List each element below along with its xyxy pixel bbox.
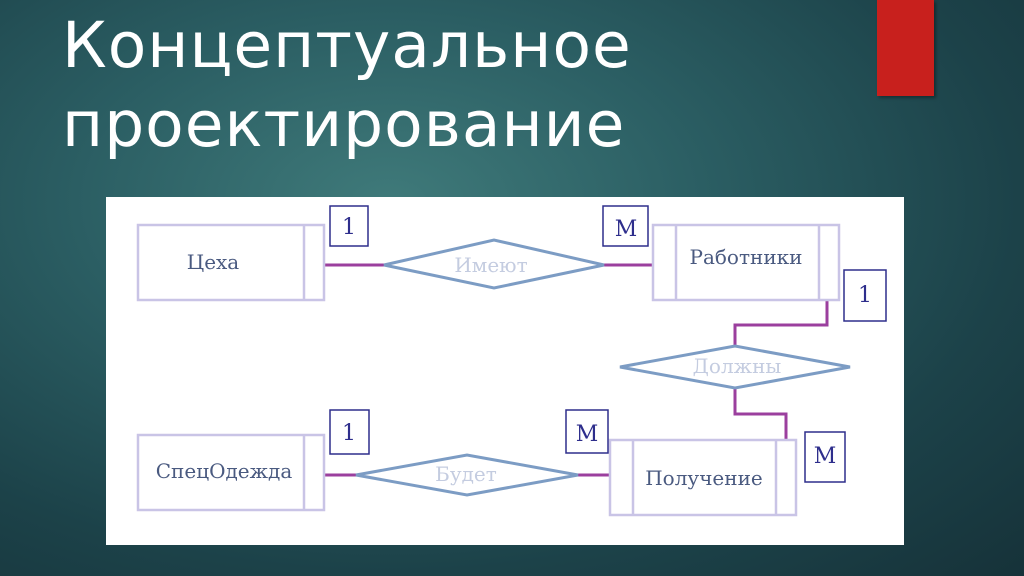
cardinality-label-workers-have: М [615, 217, 638, 242]
cardinality-box-workers-must [843, 269, 887, 322]
entity-workshops [136, 223, 326, 302]
cardinality-box-workers-have [602, 205, 649, 247]
cardinality-box-receipt-must [804, 431, 846, 483]
relationship-must [619, 344, 851, 390]
entity-label-workers: Работники [689, 245, 802, 269]
relationship-label-will-be: Будет [435, 462, 497, 486]
cardinality-label-workwear-will-be: 1 [342, 421, 356, 446]
entity-workers [651, 223, 841, 302]
title-line-2: проектирование [62, 88, 626, 161]
er-diagram-panel: Цеха Работники СпецОдежда Получение Имею… [106, 197, 904, 545]
title-line-1: Концептуальное [62, 9, 632, 82]
slide-title: Концептуальное проектирование [62, 6, 632, 164]
accent-bar [877, 0, 934, 96]
relationship-will-be [355, 453, 579, 497]
er-diagram: Цеха Работники СпецОдежда Получение Имею… [136, 205, 887, 517]
relationship-have [383, 238, 605, 290]
entity-label-workwear: СпецОдежда [156, 459, 293, 483]
entity-label-workshops: Цеха [187, 250, 240, 274]
entity-receipt [608, 438, 798, 517]
cardinality-label-receipt-must: М [814, 444, 837, 469]
cardinality-box-workshops-have [329, 205, 369, 247]
cardinality-label-workers-must: 1 [858, 283, 872, 308]
relationship-label-have: Имеют [454, 253, 527, 277]
entity-label-receipt: Получение [645, 466, 763, 490]
cardinality-label-workshops-have: 1 [342, 215, 356, 240]
cardinality-box-workwear-will-be [329, 409, 370, 455]
cardinality-box-receipt-will-be [565, 409, 609, 454]
cardinality-label-receipt-will-be: М [576, 422, 599, 447]
relationship-label-must: Должны [693, 354, 782, 378]
entity-workwear [136, 433, 326, 512]
